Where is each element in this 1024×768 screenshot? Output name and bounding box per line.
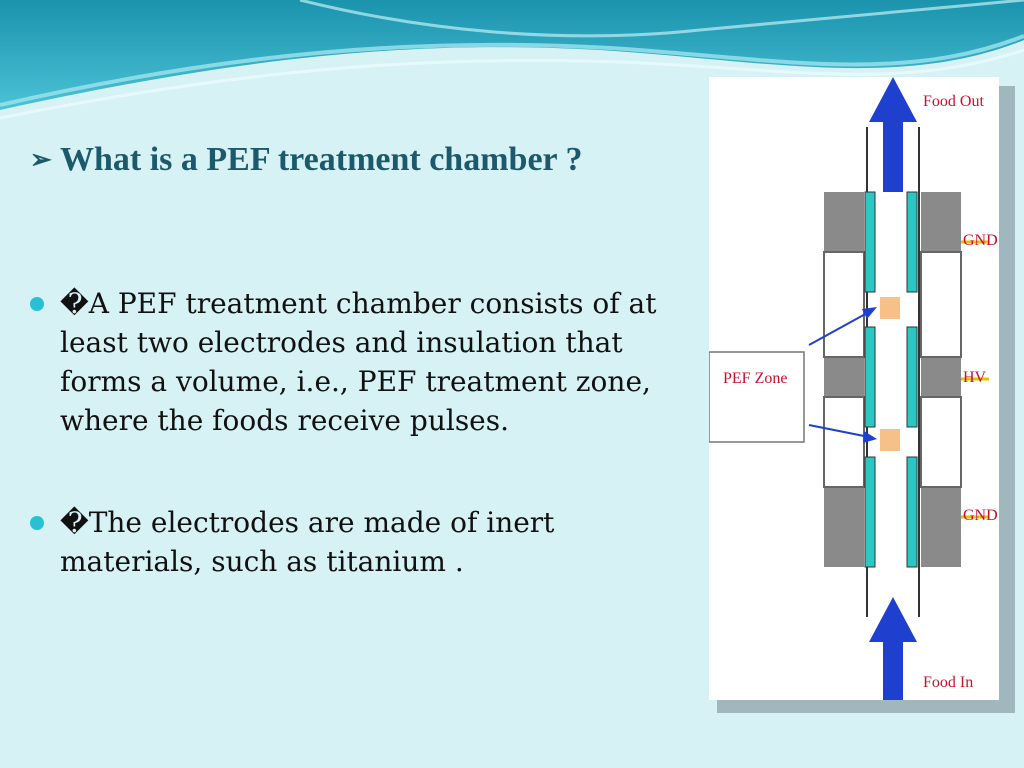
electrode-hv [906,326,918,428]
housing-outline [920,396,962,488]
pointer-arrowhead-icon [863,431,877,443]
bullet-dot-icon [30,516,44,530]
label-food-out: Food Out [923,93,984,110]
bullet-dot-icon [30,297,44,311]
pointer-arrow-lower [808,424,870,438]
pef-chamber-diagram: Food Out GND PEF Zone HV GND Food In [709,77,999,700]
heading-text: What is a PEF treatment chamber ? [60,141,583,178]
label-pef-zone: PEF Zone [723,370,788,387]
electrode-hv [864,326,876,428]
housing-outline [920,251,962,358]
flow-out-arrow-icon [869,77,917,192]
bullet-item: �The electrodes are made of inert materi… [30,503,695,581]
housing-outline [823,396,865,488]
bullet-text: �A PEF treatment chamber consists of at … [60,287,657,437]
label-food-in: Food In [923,674,974,691]
electrode-gnd-bottom [864,456,876,568]
pointer-arrow-upper [808,311,870,346]
insulator-block [824,487,864,567]
chamber-schematic [709,77,989,700]
pef-zone-box [709,351,805,443]
electrode-gnd-top [864,191,876,293]
slide-heading: ➢ What is a PEF treatment chamber ? [30,140,670,180]
insulator-block [824,192,864,252]
label-hv: HV [963,369,987,386]
housing-outline [823,251,865,358]
bullet-text: �The electrodes are made of inert materi… [60,506,555,578]
electrode-gnd-top [906,191,918,293]
label-gnd-bottom: GND [963,507,998,524]
insulator-block [824,357,864,397]
bullet-item: �A PEF treatment chamber consists of at … [30,284,695,440]
treatment-zone [880,297,900,319]
decorative-wave-header [0,0,1024,120]
treatment-zone [880,429,900,451]
pointer-arrowhead-icon [862,307,877,319]
arrow-bullet-icon: ➢ [30,145,52,174]
flow-in-arrow-icon [869,597,917,700]
insulator-block [921,192,961,252]
insulator-block [921,487,961,567]
electrode-gnd-bottom [906,456,918,568]
label-gnd-top: GND [963,232,998,249]
insulator-block [921,357,961,397]
